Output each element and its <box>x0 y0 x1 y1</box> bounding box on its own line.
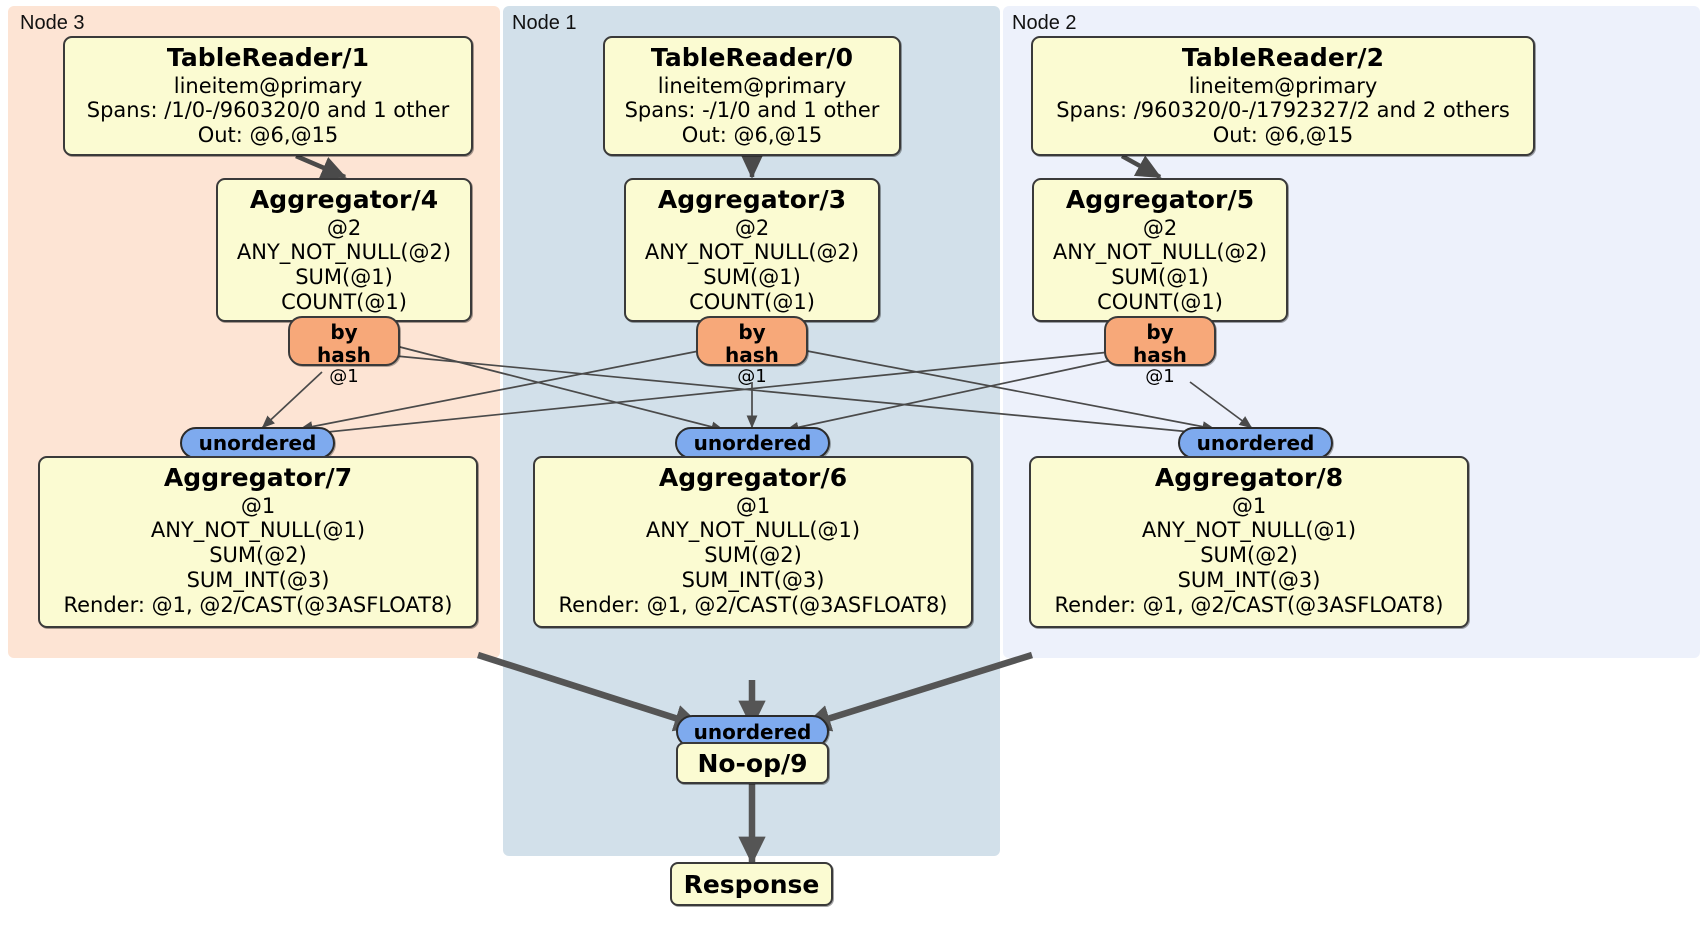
node-label-node1: Node 1 <box>512 12 577 34</box>
processor-line: Out: @6,@15 <box>197 123 339 148</box>
edge-tr1-agg4 <box>295 153 347 180</box>
processor-line: @2 <box>734 215 770 240</box>
node-label-node3: Node 3 <box>20 12 85 34</box>
edge-hashR-unR <box>1189 381 1253 429</box>
edge-hashR-unC <box>785 359 1113 433</box>
processor-title: Aggregator/8 <box>1154 463 1344 492</box>
router-by-hash-right[interactable]: by hash @1 <box>1104 316 1216 386</box>
processor-line: COUNT(@1) <box>1097 289 1223 314</box>
router-column: @1 <box>737 365 767 387</box>
node-label-node2: Node 2 <box>1012 12 1077 34</box>
processor-line: COUNT(@1) <box>689 289 815 314</box>
processor-aggregator-7[interactable]: Aggregator/7 @1 ANY_NOT_NULL(@1) SUM(@2)… <box>38 456 478 628</box>
processor-line: ANY_NOT_NULL(@2) <box>644 240 860 265</box>
processor-line: ANY_NOT_NULL(@2) <box>1052 240 1268 265</box>
edge-hashC-unR <box>801 349 1216 432</box>
edge-agg8-final <box>802 651 1033 732</box>
processor-title: TableReader/0 <box>650 43 854 72</box>
processor-aggregator-5[interactable]: Aggregator/5 @2 ANY_NOT_NULL(@2) SUM(@1)… <box>1032 178 1288 322</box>
processor-line: lineitem@primary <box>173 73 363 98</box>
processor-title: TableReader/2 <box>1181 43 1385 72</box>
processor-line: SUM_INT(@3) <box>186 567 330 592</box>
edge-agg7-final <box>477 651 703 732</box>
processor-line: Spans: /1/0-/960320/0 and 1 other <box>86 98 450 123</box>
processor-line: SUM(@2) <box>704 543 802 568</box>
processor-line: lineitem@primary <box>1188 73 1378 98</box>
processor-title: Aggregator/4 <box>249 185 439 214</box>
router-unordered-left[interactable]: unordered <box>180 427 335 459</box>
router-type-label: by hash <box>725 320 779 367</box>
processor-line: Render: @1, @2/CAST(@3ASFLOAT8) <box>1054 592 1444 617</box>
processor-line: Render: @1, @2/CAST(@3ASFLOAT8) <box>558 592 948 617</box>
edge-hashL-unL <box>261 371 323 429</box>
router-type-label: by hash <box>1133 320 1187 367</box>
processor-line: @1 <box>1231 493 1267 518</box>
processor-line: Out: @6,@15 <box>1212 123 1354 148</box>
processor-line: @1 <box>735 493 771 518</box>
processor-line: ANY_NOT_NULL(@1) <box>1141 518 1357 543</box>
router-type-label: by hash <box>317 320 371 367</box>
processor-tablereader-1[interactable]: TableReader/1 lineitem@primary Spans: /1… <box>63 36 473 156</box>
processor-line: @1 <box>240 493 276 518</box>
router-unordered-right[interactable]: unordered <box>1178 427 1333 459</box>
processor-tablereader-0[interactable]: TableReader/0 lineitem@primary Spans: -/… <box>603 36 901 156</box>
processor-line: Spans: -/1/0 and 1 other <box>624 98 880 123</box>
processor-line: @2 <box>326 215 362 240</box>
processor-aggregator-8[interactable]: Aggregator/8 @1 ANY_NOT_NULL(@1) SUM(@2)… <box>1029 456 1469 628</box>
router-unordered-center[interactable]: unordered <box>675 427 830 459</box>
processor-aggregator-4[interactable]: Aggregator/4 @2 ANY_NOT_NULL(@2) SUM(@1)… <box>216 178 472 322</box>
processor-line: COUNT(@1) <box>281 289 407 314</box>
processor-line: SUM(@2) <box>1200 543 1298 568</box>
edge-hashL-unC <box>395 345 725 433</box>
processor-line: lineitem@primary <box>657 73 847 98</box>
router-by-hash-left[interactable]: by hash @1 <box>288 316 400 386</box>
router-column: @1 <box>329 365 359 387</box>
processor-line: @2 <box>1142 215 1178 240</box>
edge-hashL-unR <box>395 355 1213 439</box>
processor-line: SUM_INT(@3) <box>681 567 825 592</box>
processor-line: SUM(@1) <box>703 265 801 290</box>
processor-line: SUM(@1) <box>295 265 393 290</box>
processor-line: SUM(@2) <box>209 543 307 568</box>
processor-aggregator-3[interactable]: Aggregator/3 @2 ANY_NOT_NULL(@2) SUM(@1)… <box>624 178 880 322</box>
processor-response[interactable]: Response <box>670 862 833 906</box>
edge-tr2-agg5 <box>1120 154 1162 179</box>
processor-line: Out: @6,@15 <box>681 123 823 148</box>
router-column: @1 <box>1145 365 1175 387</box>
processor-title: TableReader/1 <box>166 43 370 72</box>
processor-line: ANY_NOT_NULL(@1) <box>645 518 861 543</box>
processor-noop-9[interactable]: No-op/9 <box>676 742 829 784</box>
processor-line: Render: @1, @2/CAST(@3ASFLOAT8) <box>63 592 453 617</box>
processor-line: SUM(@1) <box>1111 265 1209 290</box>
processor-tablereader-2[interactable]: TableReader/2 lineitem@primary Spans: /9… <box>1031 36 1535 156</box>
processor-title: Aggregator/5 <box>1065 185 1255 214</box>
router-by-hash-center[interactable]: by hash @1 <box>696 316 808 386</box>
edge-hashC-unL <box>299 349 705 432</box>
processor-line: Spans: /960320/0-/1792327/2 and 2 others <box>1056 98 1510 123</box>
processor-title: Aggregator/7 <box>163 463 353 492</box>
processor-aggregator-6[interactable]: Aggregator/6 @1 ANY_NOT_NULL(@1) SUM(@2)… <box>533 456 973 628</box>
edge-hashR-unL <box>307 351 1111 439</box>
processor-title: Aggregator/3 <box>657 185 847 214</box>
processor-line: ANY_NOT_NULL(@2) <box>236 240 452 265</box>
processor-line: ANY_NOT_NULL(@1) <box>150 518 366 543</box>
processor-title: Aggregator/6 <box>658 463 848 492</box>
processor-line: SUM_INT(@3) <box>1177 567 1321 592</box>
